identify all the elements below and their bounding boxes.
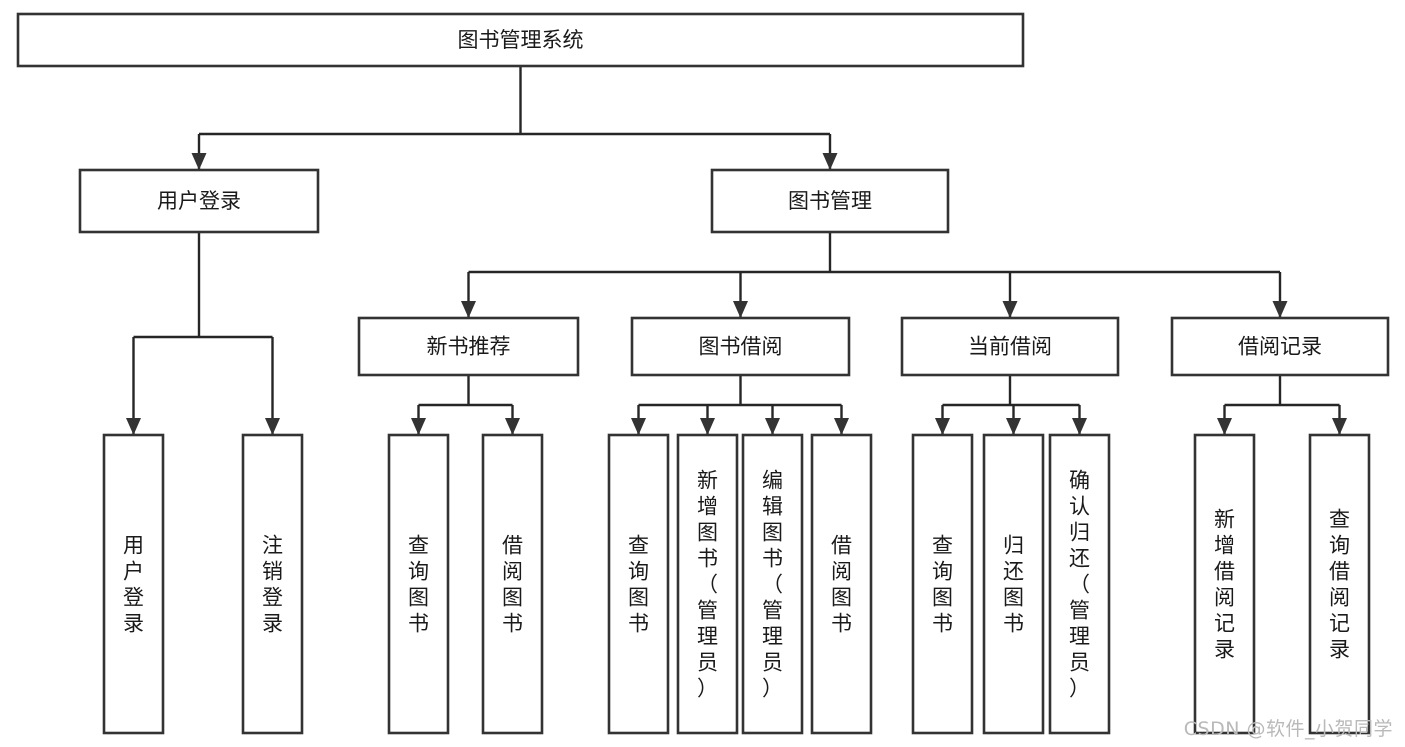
- connector-arrowhead: [1272, 301, 1288, 318]
- node-level3-book-borrow-label: 图书借阅: [699, 335, 783, 359]
- node-leaf-leaf-query-book-1-label: 查询图书: [408, 533, 429, 635]
- node-level3-new-book-recommend-box[interactable]: [357, 316, 580, 377]
- node-leaf-leaf-query-book-2[interactable]: 查询图书: [607, 433, 670, 735]
- node-leaf-leaf-add-record-label: 新增借阅记录: [1214, 507, 1235, 661]
- connector-arrowhead: [191, 153, 207, 170]
- connector-arrowhead: [1217, 418, 1232, 435]
- node-leaf-leaf-user-logout-box[interactable]: [241, 433, 304, 735]
- connector-arrowhead: [411, 418, 426, 435]
- connector-arrowhead: [1002, 301, 1018, 318]
- connector-arrowhead: [822, 153, 838, 170]
- node-level3-borrow-record-box[interactable]: [1170, 316, 1390, 377]
- node-leaf-leaf-query-book-3[interactable]: 查询图书: [911, 433, 974, 735]
- connector-arrowhead: [935, 418, 950, 435]
- node-level3-borrow-record-label: 借阅记录: [1238, 335, 1322, 359]
- node-leaf-leaf-borrow-book-2[interactable]: 借阅图书: [810, 433, 873, 735]
- node-leaf-leaf-edit-book-label: 编辑图书（管理员）: [762, 468, 783, 700]
- node-leaf-leaf-query-book-2-label: 查询图书: [628, 533, 649, 635]
- node-root-root-box[interactable]: [16, 12, 1025, 68]
- node-leaf-leaf-add-record[interactable]: 新增借阅记录: [1193, 433, 1256, 735]
- connector-arrowhead: [834, 418, 849, 435]
- connector-arrowhead: [1332, 418, 1347, 435]
- node-leaf-leaf-borrow-book-2-box[interactable]: [810, 433, 873, 735]
- node-level2-book-manage-box[interactable]: [710, 168, 950, 234]
- node-leaf-leaf-query-record-box[interactable]: [1308, 433, 1371, 735]
- node-level3-book-borrow[interactable]: 图书借阅: [630, 316, 851, 377]
- node-leaf-leaf-query-book-2-box[interactable]: [607, 433, 670, 735]
- node-leaf-leaf-user-login-box[interactable]: [102, 433, 165, 735]
- node-level3-current-borrow-box[interactable]: [900, 316, 1120, 377]
- connector-arrowhead: [461, 301, 476, 318]
- node-leaf-leaf-borrow-book-2-label: 借阅图书: [831, 533, 852, 635]
- node-leaf-leaf-query-book-1-box[interactable]: [387, 433, 450, 735]
- node-leaf-leaf-query-book-1[interactable]: 查询图书: [387, 433, 450, 735]
- node-leaf-leaf-add-book[interactable]: 新增图书（管理员）: [676, 433, 739, 735]
- node-leaf-leaf-return-book-box[interactable]: [982, 433, 1045, 735]
- node-leaf-leaf-confirm-return-box[interactable]: [1048, 433, 1111, 735]
- node-leaf-leaf-edit-book-box[interactable]: [741, 433, 804, 735]
- node-level3-current-borrow-label: 当前借阅: [968, 335, 1052, 359]
- node-level3-new-book-recommend-label: 新书推荐: [427, 335, 511, 359]
- node-leaf-leaf-query-book-3-box[interactable]: [911, 433, 974, 735]
- node-level2-book-manage[interactable]: 图书管理: [710, 168, 950, 234]
- node-level2-user-login-box[interactable]: [78, 168, 320, 234]
- node-leaf-leaf-user-logout[interactable]: 注销登录: [241, 433, 304, 735]
- node-root-root-label: 图书管理系统: [458, 28, 584, 52]
- node-level3-current-borrow[interactable]: 当前借阅: [900, 316, 1120, 377]
- node-leaf-leaf-borrow-book-1-box[interactable]: [481, 433, 544, 735]
- node-leaf-leaf-user-login-label: 用户登录: [123, 533, 144, 635]
- connector-layer: [126, 66, 1347, 435]
- node-level3-borrow-record[interactable]: 借阅记录: [1170, 316, 1390, 377]
- node-leaf-leaf-query-record-label: 查询借阅记录: [1329, 507, 1350, 661]
- connector-arrowhead: [265, 418, 280, 435]
- connector-arrowhead: [700, 418, 715, 435]
- node-level3-book-borrow-box[interactable]: [630, 316, 851, 377]
- connector-arrowhead: [505, 418, 520, 435]
- node-leaf-leaf-add-record-box[interactable]: [1193, 433, 1256, 735]
- node-level3-new-book-recommend[interactable]: 新书推荐: [357, 316, 580, 377]
- connector-arrowhead: [765, 418, 780, 435]
- node-leaf-leaf-borrow-book-1[interactable]: 借阅图书: [481, 433, 544, 735]
- connector-arrowhead: [126, 418, 141, 435]
- csdn-watermark: CSDN @软件_小贺同学: [1183, 718, 1393, 740]
- connector-arrowhead: [1006, 418, 1021, 435]
- node-leaf-leaf-query-book-3-label: 查询图书: [932, 533, 953, 635]
- connector-arrowhead: [1072, 418, 1087, 435]
- node-leaf-leaf-user-login[interactable]: 用户登录: [102, 433, 165, 735]
- node-leaf-leaf-borrow-book-1-label: 借阅图书: [502, 533, 523, 635]
- node-leaf-leaf-edit-book[interactable]: 编辑图书（管理员）: [741, 433, 804, 735]
- node-leaf-leaf-confirm-return-label: 确认归还（管理员）: [1069, 468, 1090, 700]
- connector-arrowhead: [631, 418, 646, 435]
- node-leaf-leaf-confirm-return[interactable]: 确认归还（管理员）: [1048, 433, 1111, 735]
- connector-arrowhead: [733, 301, 748, 318]
- node-level2-user-login[interactable]: 用户登录: [78, 168, 320, 234]
- node-root-root[interactable]: 图书管理系统: [16, 12, 1025, 68]
- node-leaf-leaf-add-book-box[interactable]: [676, 433, 739, 735]
- node-layer: 图书管理系统用户登录图书管理新书推荐图书借阅当前借阅借阅记录用户登录注销登录查询…: [16, 12, 1390, 735]
- node-leaf-leaf-add-book-label: 新增图书（管理员）: [697, 468, 718, 700]
- node-level2-user-login-label: 用户登录: [157, 189, 241, 213]
- node-leaf-leaf-query-record[interactable]: 查询借阅记录: [1308, 433, 1371, 735]
- node-leaf-leaf-return-book[interactable]: 归还图书: [982, 433, 1045, 735]
- node-leaf-leaf-user-logout-label: 注销登录: [262, 533, 283, 635]
- node-leaf-leaf-return-book-label: 归还图书: [1003, 533, 1024, 635]
- node-level2-book-manage-label: 图书管理: [788, 189, 872, 213]
